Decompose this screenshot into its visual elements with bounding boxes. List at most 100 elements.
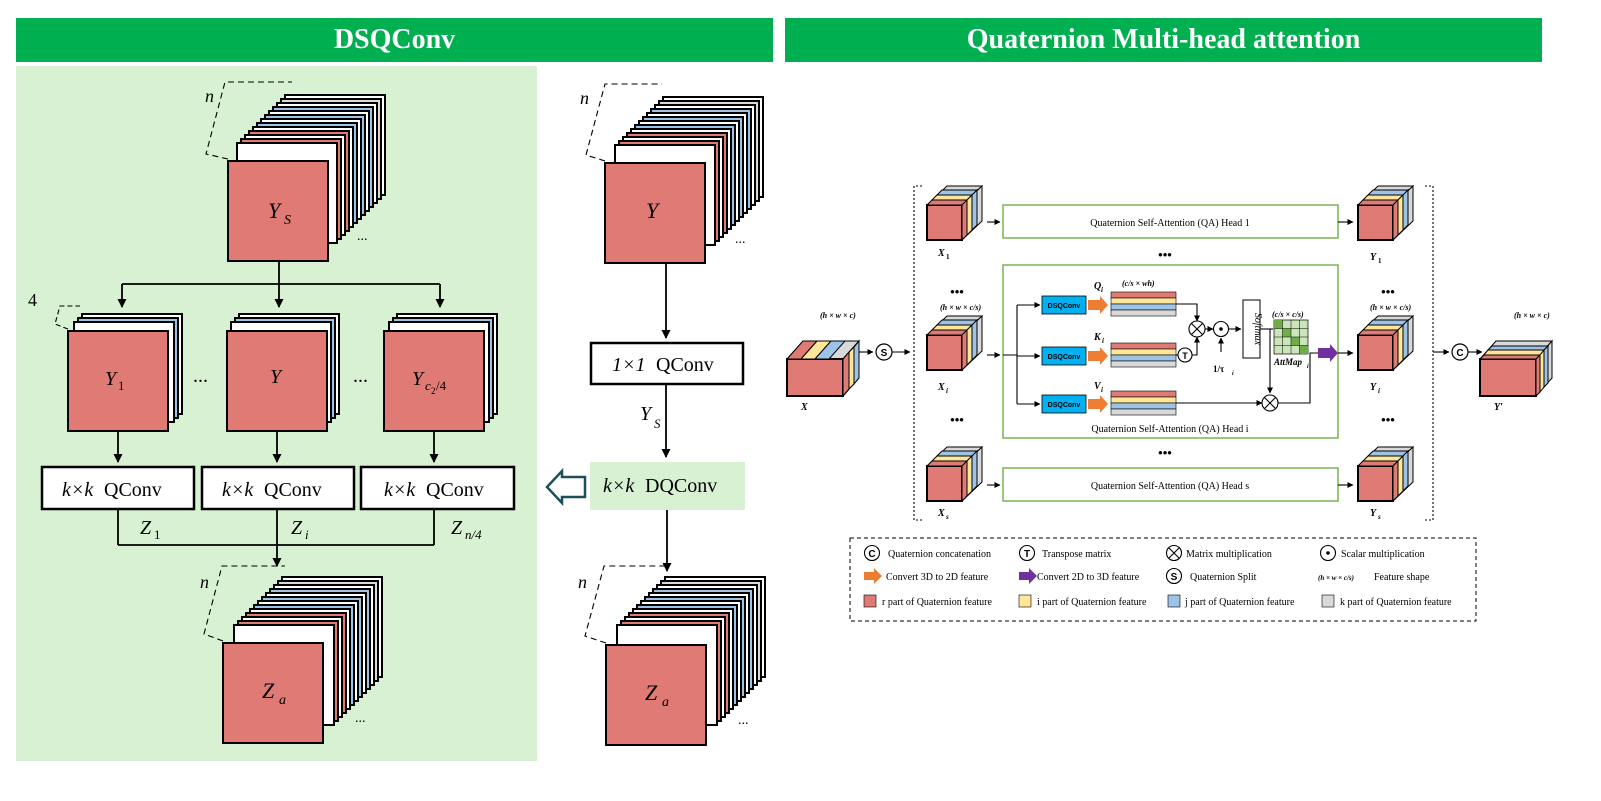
za-middle-sub: a (662, 695, 669, 710)
ys-label: Y (268, 198, 283, 223)
attmap-label: AttMap (1273, 357, 1303, 367)
x1-label: X (937, 248, 945, 259)
legend-r-swatch (863, 594, 877, 608)
dqconv-k: k×k (603, 475, 635, 497)
legend-j-text: j part of Quaternion feature (1184, 597, 1295, 608)
cube-yi: Y i (h × w × c/s) (1356, 303, 1415, 395)
zi-label: Z (291, 517, 303, 539)
tau-label: 1/τ (1213, 364, 1225, 374)
qconv-3-label: QConv (426, 479, 484, 501)
qconv-1-label: QConv (104, 479, 162, 501)
matrix-v (1110, 390, 1177, 416)
legend-mm-text: Matrix multiplication (1186, 549, 1272, 560)
right-bracket (1425, 185, 1434, 521)
transpose-node: T (1177, 347, 1193, 363)
matmul-node-2 (1261, 394, 1279, 412)
cube-x: X (h × w × c) (785, 311, 861, 413)
qconv-2-label: QConv (264, 479, 322, 501)
k-label: K (1093, 332, 1102, 343)
yprime-label: Y′ (1494, 402, 1503, 413)
purple-arrow-icon (1318, 344, 1338, 362)
dots-bottom-center: ••• (1158, 445, 1172, 460)
attmap-grid (1273, 319, 1309, 355)
qconv-3-k: k×k (384, 479, 416, 501)
matmul-1-icon (1191, 323, 1203, 335)
dsqconv-title: DSQConv (333, 24, 456, 55)
qconv-1-k: k×k (62, 479, 94, 501)
stack-y-middle: n Y ... (580, 83, 764, 264)
y1-sub: 1 (118, 378, 125, 393)
dqconv-box: k×k DQConv (590, 462, 745, 510)
legend-i-text: i part of Quaternion feature (1037, 597, 1147, 608)
legend-r-text: r part of Quaternion feature (882, 597, 993, 608)
y1-label: Y (105, 368, 118, 390)
n-bracket-za-middle (584, 565, 665, 644)
xs-label: X (937, 508, 945, 519)
four-bracket (54, 305, 80, 330)
merge-line (117, 509, 435, 546)
cube-xi: X i (h × w × c/s) (925, 303, 984, 395)
transpose-symbol: T (1182, 351, 1188, 361)
dots-x-bottom: ••• (950, 412, 964, 427)
yi-shape: (h × w × c/s) (1370, 303, 1411, 312)
dots-top-center: ••• (1158, 247, 1172, 262)
stack-y1: 4 Y 1 (28, 290, 183, 432)
stack-y: Y (226, 313, 340, 432)
legend-shape-text: Feature shape (1374, 572, 1430, 583)
cube-ys: Y s (1356, 445, 1415, 521)
ys-att-label: Y (1370, 508, 1377, 519)
xi-shape: (h × w × c/s) (940, 303, 981, 312)
orange-arrow-v-icon (1088, 395, 1108, 413)
ys-sub: S (284, 213, 291, 228)
dots-y-bottom: ••• (1381, 412, 1395, 427)
legend-t-text: Transpose matrix (1042, 549, 1111, 560)
yc-sub: c (425, 378, 431, 393)
za-middle-label: Z (645, 680, 658, 705)
legend-box (849, 537, 1477, 622)
stack-za-middle: n Z a ... (578, 565, 766, 746)
dsq-k-label: DSQConv (1048, 354, 1081, 361)
x1-sub: 1 (946, 253, 950, 261)
q-to-mm (1176, 303, 1200, 322)
legend-k-swatch (1321, 594, 1335, 608)
dots-x-top: ••• (950, 284, 964, 299)
y-shape: (h × w × c) (1514, 311, 1550, 320)
n-label-za: n (200, 572, 209, 592)
head-s: Quaternion Self-Attention (QA) Head s (1002, 467, 1339, 502)
za-stack-dots: ... (355, 711, 366, 726)
n-label-middle: n (580, 88, 589, 108)
y-middle-label: Y (646, 198, 661, 223)
legend-row-2: Convert 3D to 2D feature Convert 2D to 3… (864, 567, 1430, 585)
matmul-node-1 (1188, 320, 1206, 338)
legend-orange-arrow-icon (864, 568, 882, 584)
matmul-2-icon (1264, 397, 1276, 409)
legend-i-swatch (1018, 594, 1032, 608)
xi-label: X (937, 382, 945, 393)
legend-orange-text: Convert 3D to 2D feature (886, 572, 989, 583)
zn-label: Z (451, 517, 463, 539)
legend-row-1: C Quaternion concatenation T Transpose m… (863, 544, 1425, 562)
qconv-box-2: k×k QConv (200, 465, 356, 511)
concat-symbol: C (1456, 348, 1463, 359)
za-label: Z (262, 678, 275, 703)
dsq-v-label: DSQConv (1048, 402, 1081, 409)
legend-s-symbol: S (1171, 572, 1178, 583)
za-middle-dots: ... (738, 713, 749, 728)
head-1-label: Quaternion Self-Attention (QA) Head 1 (1090, 218, 1249, 229)
q-shape: (c/s × wh) (1122, 279, 1155, 288)
x-shape: (h × w × c) (820, 311, 856, 320)
one-by-one-qconv: QConv (656, 354, 714, 376)
ys-middle-sub: S (654, 416, 661, 431)
stack-dots: ... (357, 229, 368, 244)
z1-sub: 1 (154, 527, 161, 542)
stack-ys-layers (227, 94, 386, 262)
split-node: S (875, 343, 893, 361)
attmap-shape: (c/s × c/s) (1272, 310, 1304, 319)
dots-y-top: ••• (1381, 284, 1395, 299)
ellipsis-2: ... (353, 365, 368, 387)
k-sub: i (1102, 337, 1104, 345)
qconv-2-k: k×k (222, 479, 254, 501)
za-sub: a (279, 693, 286, 708)
yc-sub3: /4 (436, 378, 447, 393)
